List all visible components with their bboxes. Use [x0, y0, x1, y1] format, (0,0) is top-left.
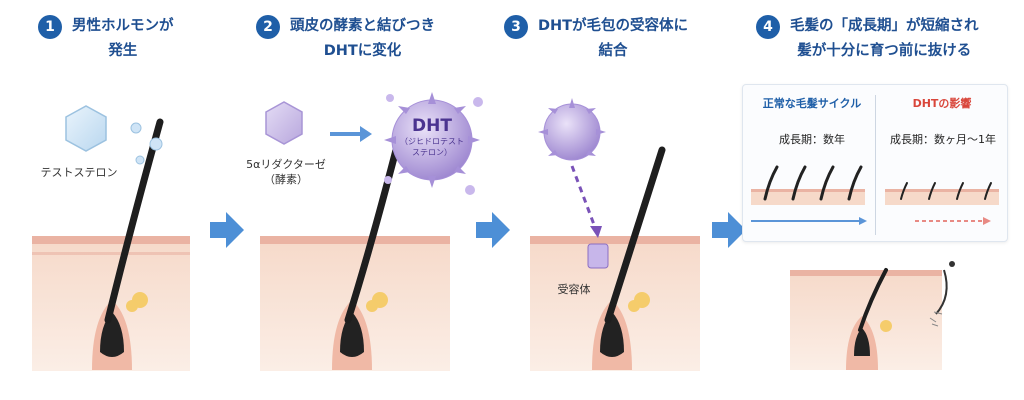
step-title: 頭皮の酵素と結びつき DHTに変化 [290, 14, 435, 64]
enzyme-label-line: 5αリダクターゼ [246, 158, 326, 171]
enzyme-hex [265, 101, 303, 145]
step-title-line: 発生 [108, 43, 138, 59]
skin-panel-2 [260, 146, 450, 371]
dht-sub-line: ステロン） [412, 148, 452, 157]
normal-cycle-value: 成長期：数年 [779, 133, 845, 146]
step-title-line: DHTに変化 [323, 43, 402, 59]
dht-sub-line: （ジヒドロテスト [400, 137, 464, 146]
step-title: DHTが毛包の受容体に 結合 [538, 14, 688, 64]
step-arrow-3 [712, 212, 746, 248]
dht-cycle-value: 成長期：数ヶ月〜1年 [890, 133, 996, 146]
enzyme-label: 5αリダクターゼ （酵素） [236, 157, 336, 187]
step-number: 2 [256, 15, 280, 39]
step-title-line: 頭皮の酵素と結びつき [290, 18, 435, 34]
step-arrow-1 [210, 212, 244, 248]
testosterone-label: テストステロン [40, 166, 118, 179]
step-title-line: 結合 [598, 43, 628, 59]
cycle-divider [875, 95, 876, 235]
enzyme-arrow [330, 126, 372, 142]
dht-molecule [384, 92, 483, 195]
step-4-heading: 4 毛髪の「成長期」が短縮され 髪が十分に育つ前に抜ける [756, 14, 979, 64]
step-2-heading: 2 頭皮の酵素と結びつき DHTに変化 [256, 14, 435, 64]
skin-panel-3 [530, 146, 700, 371]
step-number: 4 [756, 15, 780, 39]
enzyme-label-line: （酵素） [264, 173, 308, 186]
step-title-line: 毛髪の「成長期」が短縮され [790, 18, 979, 34]
normal-cycle-title: 正常な毛髪サイクル [762, 97, 862, 110]
step-number: 3 [504, 15, 528, 39]
skin-panel-1 [32, 118, 190, 371]
dht-effect-title: DHTの影響 [912, 97, 972, 110]
step-title-line: DHTが毛包の受容体に [538, 18, 689, 34]
step-number: 1 [38, 15, 62, 39]
step-title-line: 髪が十分に育つ前に抜ける [797, 43, 972, 59]
dht-name: DHT [412, 116, 452, 136]
dht-molecule-3 [538, 98, 606, 161]
dht-label: DHT （ジヒドロテスト ステロン） [398, 116, 466, 158]
testosterone-hex [65, 105, 107, 152]
step-arrow-2 [476, 212, 510, 248]
step-title: 男性ホルモンが 発生 [72, 14, 174, 64]
step-title: 毛髪の「成長期」が短縮され 髪が十分に育つ前に抜ける [790, 14, 979, 64]
receptor-label: 受容体 [557, 283, 591, 296]
cycle-illustration [751, 165, 999, 225]
hair-cycle-comparison: 正常な毛髪サイクル DHTの影響 成長期：数年 成長期：数ヶ月〜1年 [742, 84, 1008, 242]
step-1-heading: 1 男性ホルモンが 発生 [38, 14, 174, 64]
step-title-line: 男性ホルモンが [72, 18, 174, 34]
binding-arrow [570, 165, 598, 231]
step-3-heading: 3 DHTが毛包の受容体に 結合 [504, 14, 688, 64]
skin-panel-4 [790, 261, 955, 370]
